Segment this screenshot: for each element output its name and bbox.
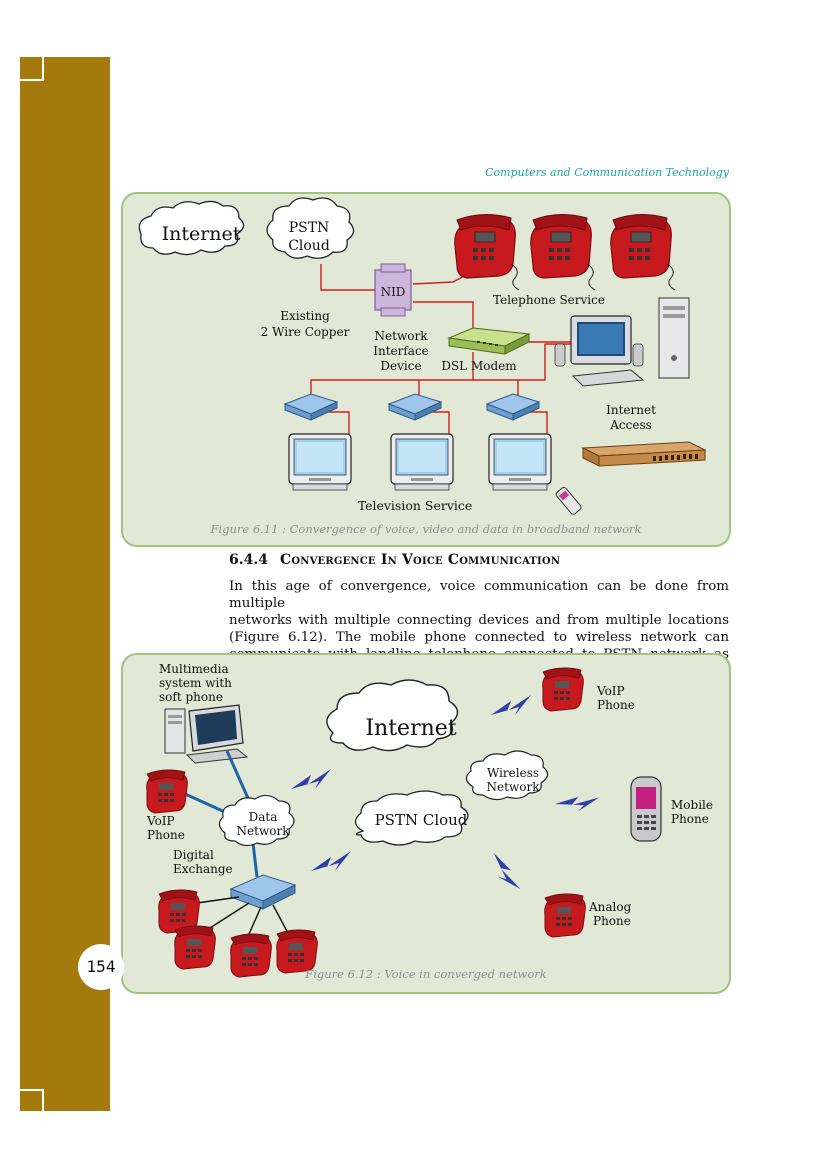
analog-phone-icon <box>544 893 586 938</box>
television-service-label: Television Service <box>358 498 473 513</box>
remote-control-icon <box>555 487 582 515</box>
pstn-cloud: PSTN Cloud <box>354 790 469 846</box>
pstn-cloud: PSTN Cloud <box>266 197 355 259</box>
svg-text:VoIP: VoIP <box>596 684 625 698</box>
converged-voice-network-diagram: Multimedia system with soft phone Intern… <box>146 662 713 978</box>
digital-exchange-icon <box>229 874 297 910</box>
svg-text:2 Wire Copper: 2 Wire Copper <box>261 325 350 339</box>
svg-text:Multimedia: Multimedia <box>159 662 229 676</box>
television-icon <box>390 433 454 491</box>
network-switch-icon <box>581 441 707 467</box>
figure-caption: Figure 6.11 : Convergence of voice, vide… <box>210 522 642 536</box>
wireless-link-icon <box>491 695 531 715</box>
television-icon <box>288 433 352 491</box>
svg-text:Internet: Internet <box>365 716 456 741</box>
wireless-link-icon <box>555 785 600 817</box>
svg-text:PSTN: PSTN <box>289 220 330 236</box>
telephone-icon <box>530 213 596 291</box>
svg-text:Phone: Phone <box>671 812 709 826</box>
body-paragraph: In this age of convergence, voice commun… <box>229 578 729 663</box>
data-links <box>182 750 259 878</box>
svg-text:Network: Network <box>487 780 541 794</box>
wireless-link-icon <box>493 849 521 893</box>
set-top-box-icon <box>388 393 442 421</box>
copper-links <box>309 264 583 434</box>
section-heading: 6.4.4 Convergence In Voice Communication <box>229 552 560 568</box>
figure-6-11-panel: Internet PSTN Cloud NID <box>121 192 731 547</box>
set-top-box-icon <box>486 393 540 421</box>
svg-text:Access: Access <box>609 418 652 432</box>
svg-text:VoIP: VoIP <box>146 814 175 828</box>
multimedia-computer-icon <box>164 704 249 764</box>
paragraph-line: networks with multiple connecting device… <box>229 613 729 628</box>
telephone-icon <box>610 213 676 291</box>
figure-caption: Figure 6.12 : Voice in converged network <box>305 967 547 981</box>
telephone-icon <box>174 925 216 970</box>
voip-phone-icon <box>542 667 584 712</box>
section-title: Convergence In Voice Communication <box>279 552 561 568</box>
corner-mark-top <box>20 57 44 81</box>
internet-cloud: Internet <box>138 200 245 256</box>
svg-text:Phone: Phone <box>597 698 635 712</box>
corner-mark-bottom <box>20 1089 44 1113</box>
paragraph-line: In this age of convergence, voice commun… <box>229 579 729 611</box>
svg-text:Data: Data <box>249 810 278 824</box>
data-network-cloud: Data Network <box>218 794 295 847</box>
svg-text:Interface: Interface <box>373 344 429 358</box>
svg-text:Mobile: Mobile <box>671 798 713 812</box>
running-head: Computers and Communication Technology <box>485 166 729 179</box>
telephone-icon <box>454 213 520 291</box>
internet-cloud: Internet <box>326 679 459 752</box>
wireless-link-icon <box>311 851 351 871</box>
svg-text:PSTN Cloud: PSTN Cloud <box>375 811 468 829</box>
nid-box: NID <box>374 263 412 317</box>
svg-text:Network: Network <box>375 329 429 343</box>
telephone-service-label: Telephone Service <box>493 293 605 307</box>
svg-text:Network: Network <box>237 824 291 838</box>
wireless-link-icon <box>291 769 331 789</box>
paragraph-line: (Figure 6.12). The mobile phone connecte… <box>229 630 729 645</box>
dsl-modem-icon <box>447 327 531 355</box>
section-number: 6.4.4 <box>229 552 268 568</box>
dsl-modem-label: DSL Modem <box>441 359 517 373</box>
svg-text:Cloud: Cloud <box>288 238 330 254</box>
svg-text:Wireless: Wireless <box>487 766 539 780</box>
svg-text:Phone: Phone <box>593 914 631 928</box>
wireless-network-cloud: Wireless Network <box>465 750 549 801</box>
svg-text:Digital: Digital <box>173 848 214 862</box>
svg-text:system with: system with <box>159 676 232 690</box>
set-top-box-icon <box>284 393 338 421</box>
television-icon <box>488 433 552 491</box>
page-number: 154 <box>78 944 124 990</box>
svg-text:Existing: Existing <box>280 309 330 323</box>
svg-text:Exchange: Exchange <box>173 862 233 876</box>
mobile-phone-icon <box>630 776 662 842</box>
figure-6-12-panel: Multimedia system with soft phone Intern… <box>121 653 731 994</box>
voip-phone-icon <box>146 769 188 814</box>
broadband-network-diagram: Internet PSTN Cloud NID <box>138 197 707 515</box>
svg-text:Internet: Internet <box>606 403 656 417</box>
svg-text:Analog: Analog <box>588 900 632 914</box>
svg-text:Device: Device <box>380 359 421 373</box>
internet-label: Internet <box>162 223 241 245</box>
svg-text:NID: NID <box>381 285 406 299</box>
desktop-computer-icon <box>554 297 690 387</box>
svg-text:Phone: Phone <box>147 828 185 842</box>
svg-text:soft phone: soft phone <box>159 690 223 704</box>
page-margin-band <box>20 57 110 1111</box>
